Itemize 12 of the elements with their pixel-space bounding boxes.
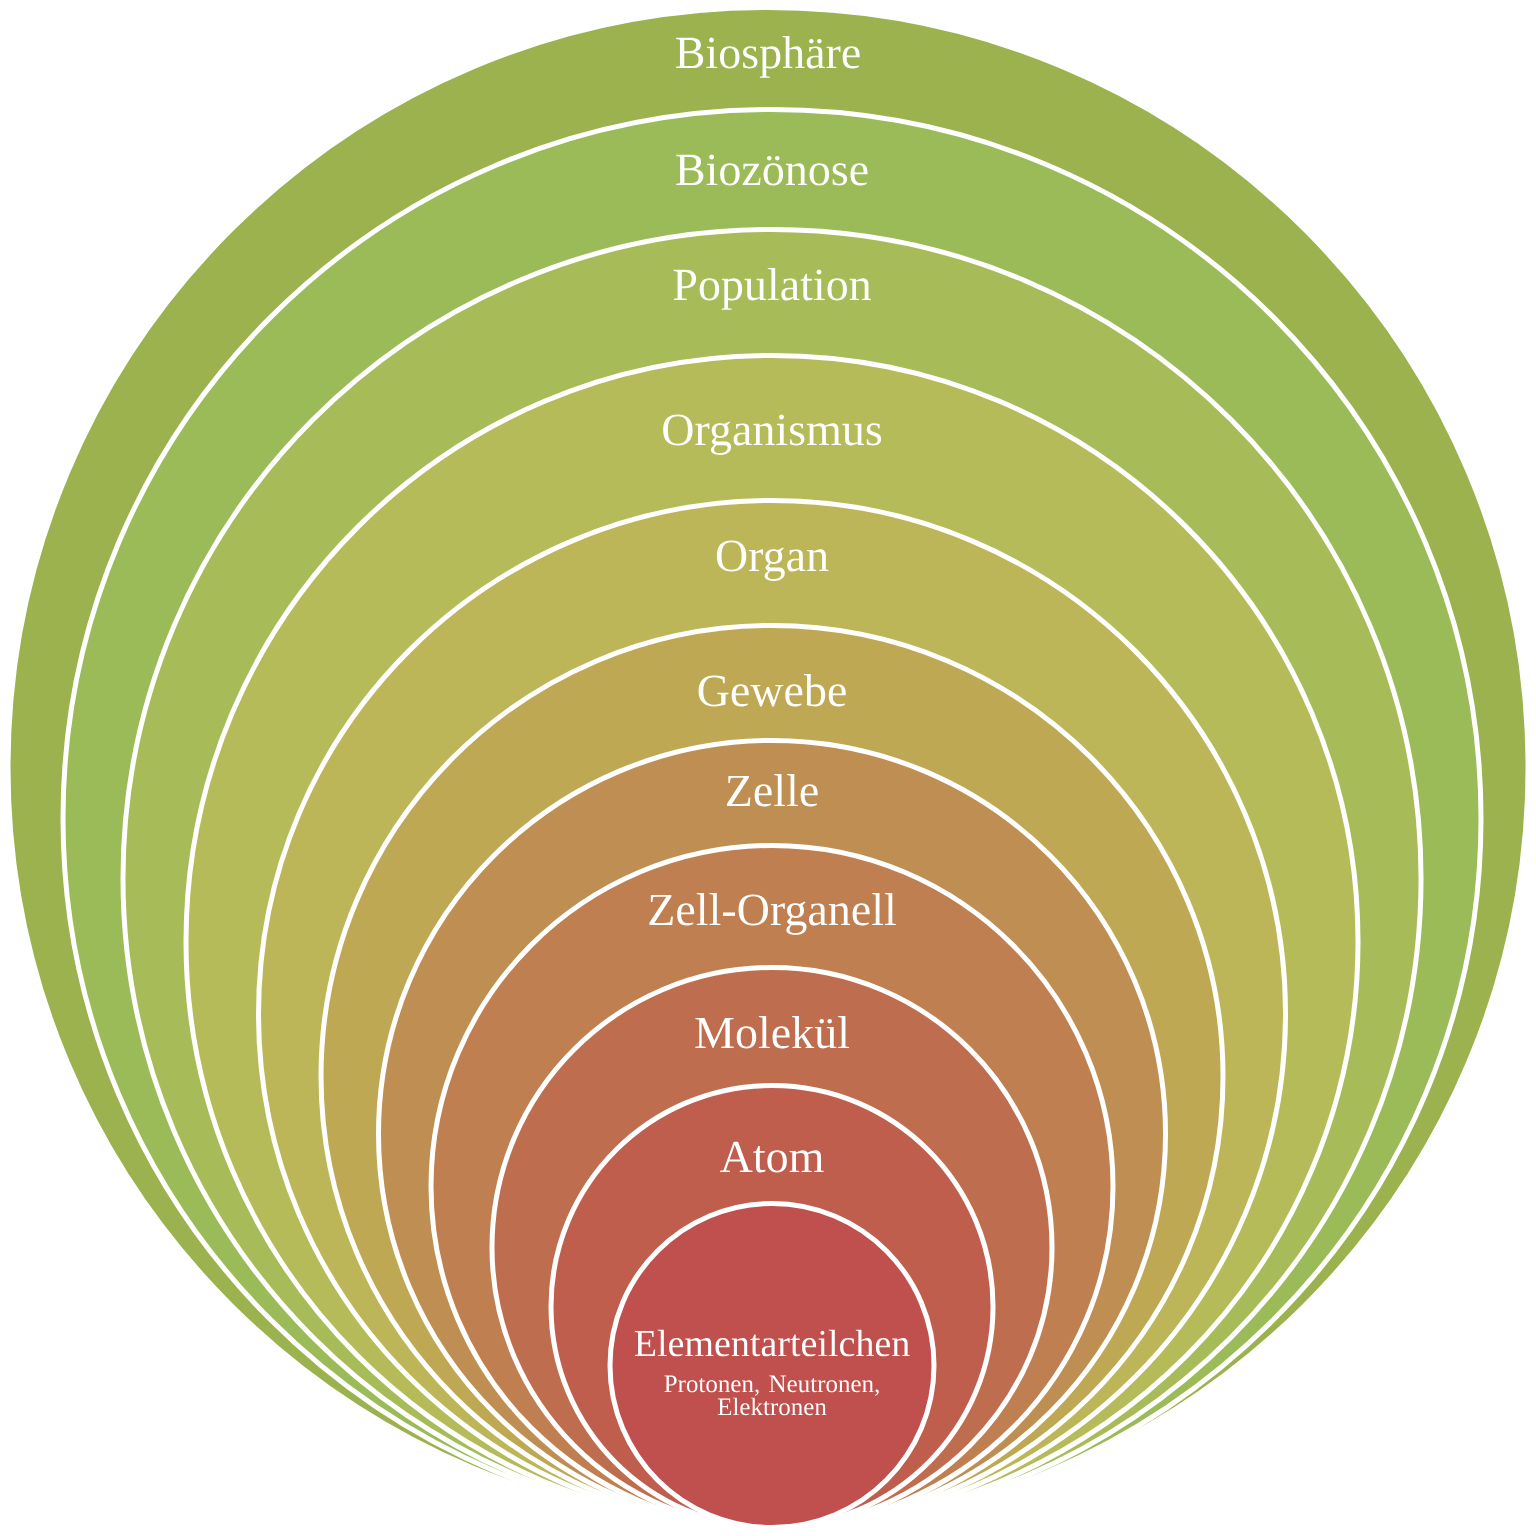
level-label: Elementarteilchen — [634, 1329, 910, 1357]
level-label: Population — [673, 268, 871, 310]
level-label: Zelle — [726, 774, 818, 807]
level-label: Gewebe — [698, 674, 846, 707]
level-label: Biosphäre — [676, 36, 860, 78]
level-label: Organismus — [663, 414, 882, 455]
level-label: Atom — [720, 1141, 824, 1173]
level-note: Protonen, Neutronen, Elektronen — [664, 1375, 879, 1416]
level-label: Zell-Organell — [649, 893, 896, 935]
level-label: Molekül — [695, 1016, 850, 1049]
level-label: Biozönose — [676, 154, 868, 186]
level-label: Organ — [716, 540, 829, 581]
